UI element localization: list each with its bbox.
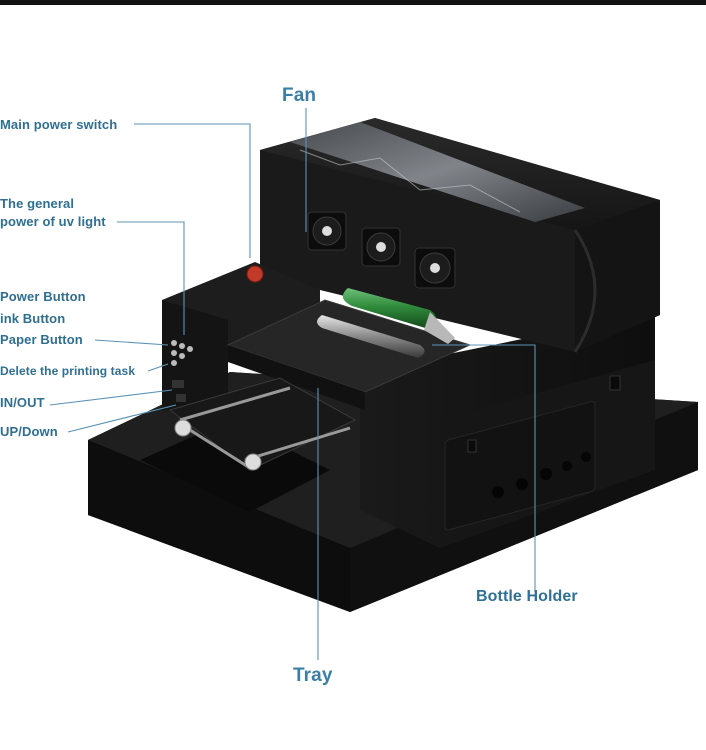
label-tray: Tray xyxy=(293,665,333,686)
label-main-power-switch: Main power switch xyxy=(0,117,118,132)
label-power-button: Power Button xyxy=(0,289,86,304)
fan-icon-3 xyxy=(414,247,456,289)
label-bottle-holder: Bottle Holder xyxy=(476,588,578,605)
label-general-power-line2: power of uv light xyxy=(0,214,106,229)
fan-array xyxy=(307,211,456,289)
fan-icon-1 xyxy=(307,211,347,251)
label-ink-button: ink Button xyxy=(0,311,66,326)
bottle-holder-assembly xyxy=(317,288,455,358)
label-general-power-line1: The general xyxy=(0,196,75,211)
label-in-out: IN/OUT xyxy=(0,395,45,410)
fan-icon-2 xyxy=(361,227,401,267)
label-paper-button: Paper Button xyxy=(0,332,83,347)
power-switch-knob xyxy=(246,265,264,283)
printer-main-body xyxy=(360,312,655,548)
label-delete-printing-task: Delete the printing task xyxy=(0,364,136,378)
leader-lines xyxy=(49,108,536,660)
top-edge-bar xyxy=(0,0,706,5)
print-tray xyxy=(168,299,472,471)
uv-lamp-window xyxy=(290,122,585,222)
label-up-down: UP/Down xyxy=(0,424,58,439)
label-fan: Fan xyxy=(282,85,317,106)
